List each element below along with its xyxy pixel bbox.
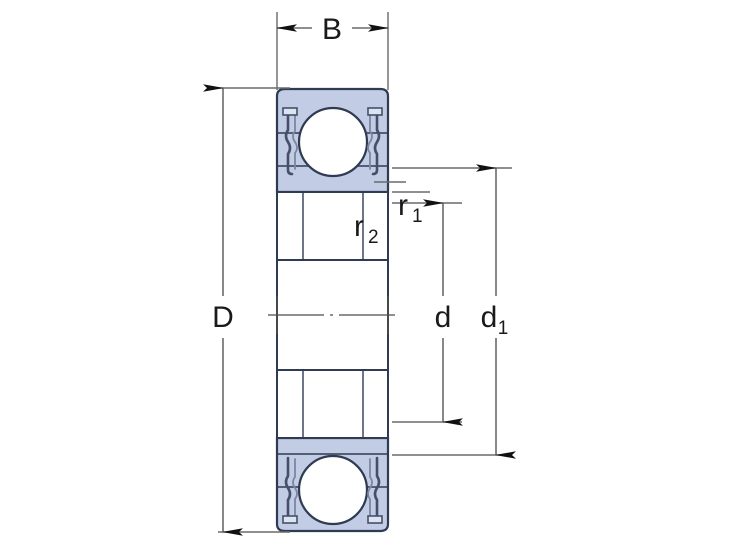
dimension-label-D: D [212,301,234,334]
seal-shield-lower-left-inner [292,458,298,516]
seal-shield-upper-left [284,110,294,176]
seal-groove-upper-right [367,107,383,116]
dimension-label-r1-subscript: 1 [412,206,423,227]
rolling-element-ball-lower [297,454,369,526]
dimension-d: d [392,199,463,426]
dimension-label-B: B [322,13,342,46]
seal-shield-upper-right-inner [367,112,373,170]
inner-race-cavity-upper [276,191,389,261]
dimension-label-d1-subscript: 1 [498,318,509,339]
rolling-element-ball-upper [297,106,369,178]
seal-groove-lower-right [367,515,383,524]
dimension-label-r2-subscript: 2 [368,227,379,248]
dimension-r2: r 2 [354,181,406,248]
dimension-label-d1-base: d [481,301,498,334]
dimension-label-d: d [435,301,452,334]
dimension-label-r2-base: r [354,210,364,243]
dimension-d1: d 1 [392,164,516,459]
seal-shield-upper-right [371,110,381,176]
inner-race-cavity-lower [276,369,389,439]
axis-centerline [268,296,398,334]
dimension-label-r1-base: r [398,189,408,222]
seal-groove-upper-left [282,107,298,116]
bearing-body [275,87,390,533]
dimension-B: B [276,12,389,90]
seal-shield-upper-left-inner [292,112,298,170]
seal-groove-lower-left [282,515,298,524]
dimension-D: D [203,84,290,536]
seal-shield-lower-right-inner [367,458,373,516]
dimension-r1: r 1 [392,189,430,227]
